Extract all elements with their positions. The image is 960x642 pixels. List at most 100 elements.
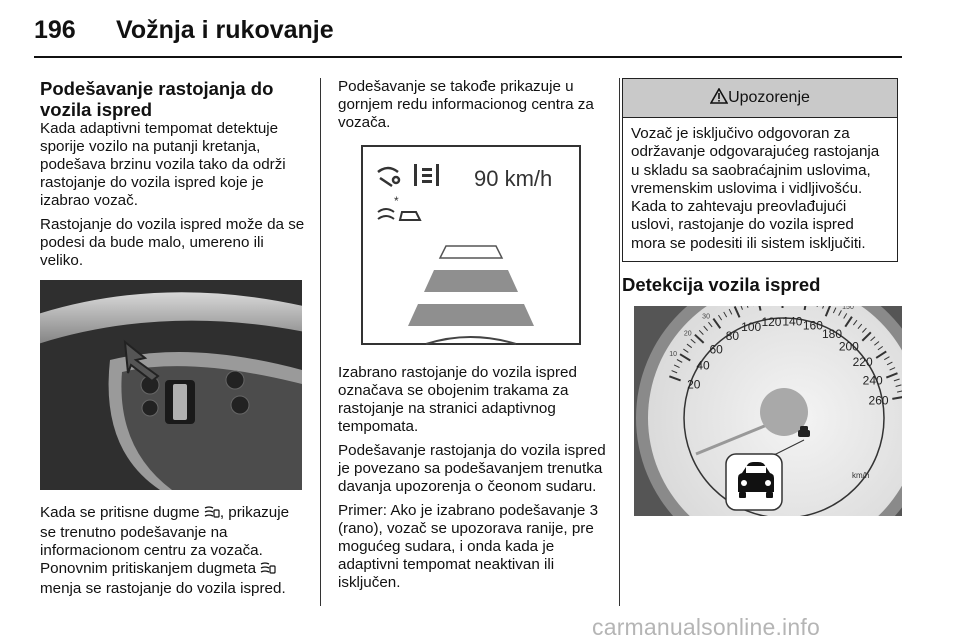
speedometer-label: 160: [803, 319, 823, 333]
speedometer-outer-label: 20: [684, 331, 692, 338]
paragraph: Primer: Ako je izabrano podešavanje 3 (r…: [338, 502, 599, 591]
distance-bars-icon: [414, 164, 439, 186]
speedometer-tick: [893, 378, 900, 382]
speedometer-label: 240: [863, 374, 883, 388]
speedometer-tick: [838, 310, 842, 316]
speedometer-tick: [852, 320, 858, 326]
speedometer-tick: [861, 331, 872, 342]
speedometer-tick: [671, 370, 678, 374]
speedometer-label: 20: [687, 377, 701, 391]
page-header: 196 Vožnja i rukovanje: [34, 14, 902, 58]
speedometer-label: 140: [782, 315, 802, 329]
speedometer-tick: [712, 318, 722, 329]
speedometer-tick: [822, 306, 825, 309]
speedometer-tick: [683, 348, 689, 353]
speedometer-tick: [690, 338, 696, 344]
speedometer-tick: [694, 334, 705, 344]
warning-title: Upozorenje: [728, 89, 810, 106]
speedometer-tick: [728, 308, 733, 315]
paragraph: Kada se pritisne dugme , prikazuje se tr…: [40, 504, 290, 597]
speedometer-label: 260: [869, 394, 889, 408]
speedometer-tick: [886, 361, 893, 366]
speedometer-tick: [803, 306, 807, 311]
speedometer-tick: [669, 375, 681, 382]
speedometer-label: 80: [726, 329, 740, 343]
speedometer-tick: [686, 343, 693, 349]
speedometer-tick: [870, 336, 876, 342]
speedometer-label: 120: [761, 315, 781, 329]
speedometer-tick: [857, 323, 863, 330]
vehicle-ahead-icon: *: [377, 194, 422, 221]
distance-button-icon: [260, 561, 276, 580]
speedometer-tick: [875, 350, 887, 359]
speedometer-tick: [861, 327, 867, 333]
speedometer-tick: [740, 306, 743, 310]
page-number: 196: [34, 16, 76, 44]
section-title-detection: Detekcija vozila ispred: [622, 274, 821, 296]
speedometer-tick: [733, 306, 741, 318]
speedometer-tick: [758, 306, 762, 311]
speedometer-label: 200: [839, 339, 859, 353]
speedometer-tick: [676, 359, 683, 363]
distance-button-icon: [204, 505, 220, 524]
column-1: Podešavanje rastojanja do vozila ispred …: [40, 78, 308, 604]
speedometer-tick: [673, 364, 680, 369]
speedometer-unit: km/h: [852, 471, 869, 480]
speedometer-label: 100: [741, 320, 761, 334]
speedometer-tick: [874, 341, 880, 346]
speedometer-label: 220: [853, 355, 873, 369]
speedometer-tick: [708, 321, 713, 328]
column-3: Upozorenje Vozač je isključivo odgovoran…: [622, 78, 902, 517]
car-ahead-small-icon: [798, 426, 810, 438]
warning-box: Upozorenje Vozač je isključivo odgovoran…: [622, 78, 898, 263]
column-divider-left: [320, 78, 321, 606]
speedometer-hub: [760, 388, 808, 437]
speedometer-tick: [843, 313, 848, 319]
display-speed: 90 km/h: [474, 166, 552, 191]
cruise-control-icon: [377, 166, 401, 188]
speedometer-tick: [895, 384, 902, 388]
speedometer-tick: [877, 346, 884, 351]
driver-info-display-figure: 90 km/h *: [340, 142, 602, 350]
speedometer-tick: [698, 330, 704, 336]
warning-triangle-icon: [709, 81, 729, 119]
speedometer-tick: [703, 325, 709, 332]
section-title-distance: Podešavanje rastojanja do vozila ispred: [40, 78, 274, 120]
speedometer-tick: [892, 396, 902, 400]
speedometer-outer-label: 50: [723, 306, 731, 307]
column-divider-right: [619, 78, 620, 606]
vehicle-ahead-icon: [738, 462, 774, 499]
paragraph: Podešavanje rastojanja do vozila ispred …: [338, 442, 606, 495]
speedometer-tick: [832, 307, 837, 314]
speedometer-tick: [884, 356, 890, 361]
speedometer-tick: [824, 306, 832, 317]
header-rule: [34, 56, 902, 58]
paragraph: Podešavanje se takođe prikazuje u gornje…: [338, 78, 594, 131]
speedometer-tick: [723, 311, 728, 318]
warning-header: Upozorenje: [623, 79, 897, 118]
speedometer-tick: [885, 372, 898, 379]
paragraph: Kada adaptivni tempomat detektuje sporij…: [40, 120, 286, 209]
column-2: Podešavanje se takođe prikazuje u gornje…: [338, 78, 606, 598]
steering-wheel-figure: [40, 280, 302, 490]
warning-text: Vozač je isključivo odgovoran za održava…: [631, 125, 880, 252]
svg-text:*: *: [394, 194, 399, 208]
speedometer-tick: [844, 316, 853, 328]
speedometer-outer-label: 150: [842, 306, 854, 311]
speedometer-label: 60: [709, 342, 723, 356]
speedometer-tick: [679, 353, 691, 362]
paragraph: Izabrano rastojanje do vozila ispred ozn…: [338, 364, 577, 435]
speedometer-outer-label: 30: [702, 313, 710, 320]
speedometer-tick: [746, 306, 749, 308]
watermark: carmanualsonline.info: [592, 614, 820, 640]
chapter-title: Vožnja i rukovanje: [116, 16, 334, 44]
speedometer-outer-label: 10: [669, 351, 677, 358]
speedometer-tick: [889, 367, 896, 371]
speedometer-ticks: [669, 306, 902, 400]
paragraph: Rastojanje do vozila ispred može da se p…: [40, 216, 305, 269]
speedometer-tick: [896, 390, 902, 393]
speedometer-tick: [718, 314, 723, 321]
speedometer-label: 180: [822, 327, 842, 341]
